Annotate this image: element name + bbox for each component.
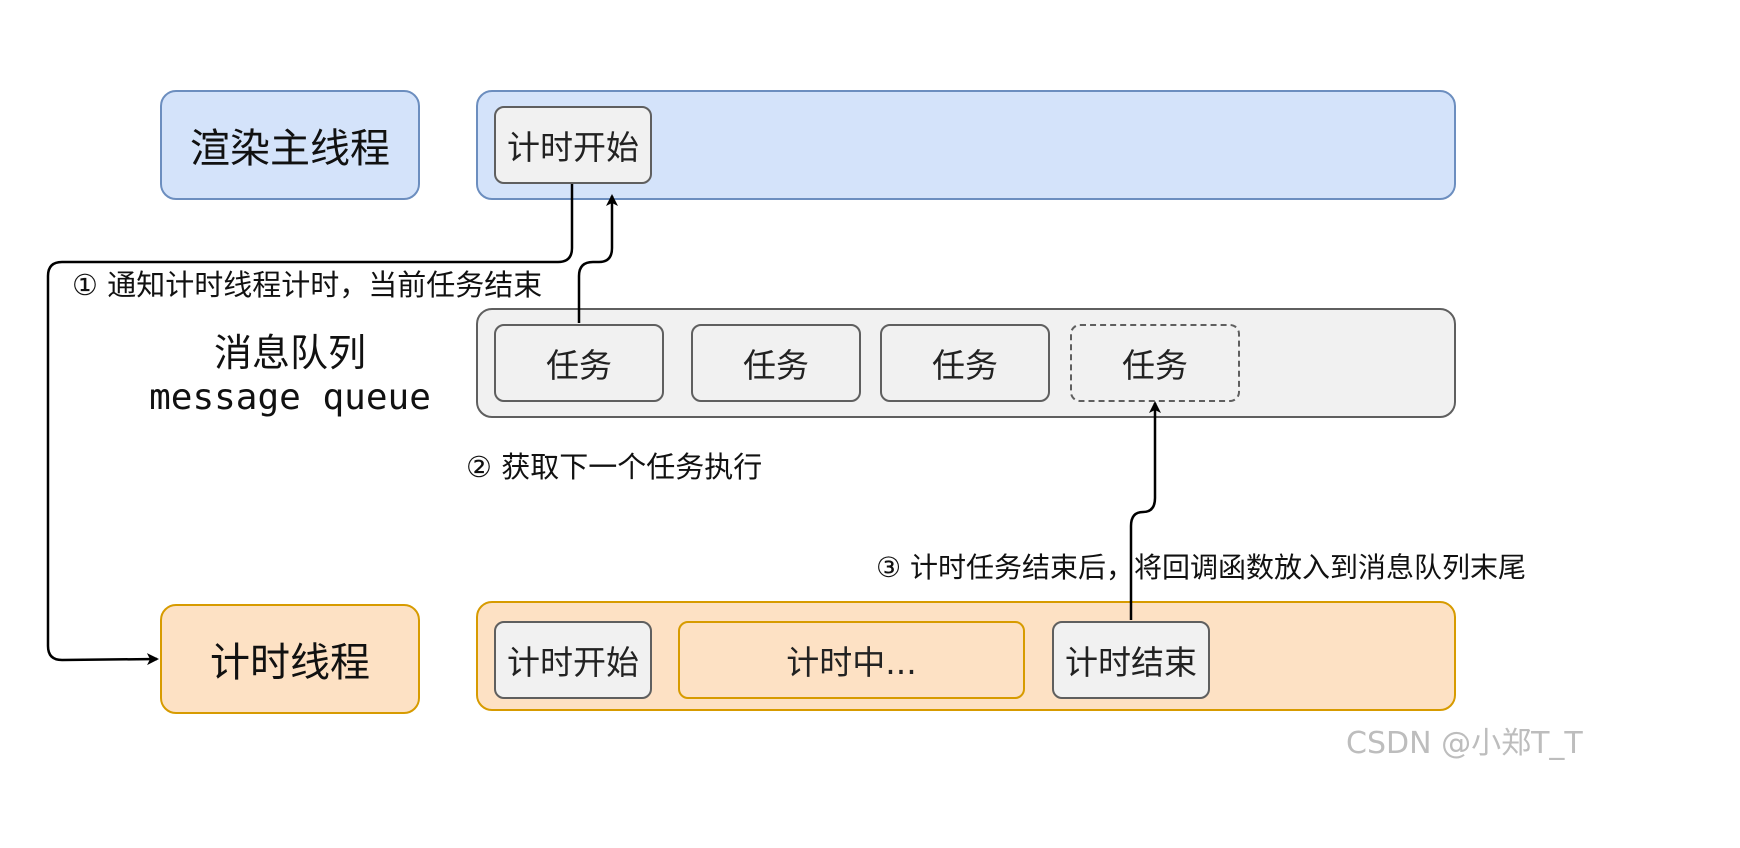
render-task-label: 计时开始 [507, 128, 639, 167]
step3-text: ③ 计时任务结束后，将回调函数放入到消息队列末尾 [876, 551, 1527, 584]
queue-task-label: 任务 [743, 346, 809, 385]
message-queue-label-en: message queue [149, 377, 431, 418]
timer-task-start: 计时开始 [494, 621, 652, 699]
step2-text: ② 获取下一个任务执行 [466, 450, 763, 484]
timer-thread-label-box: 计时线程 [160, 604, 420, 714]
timer-task-label: 计时结束 [1065, 643, 1197, 682]
watermark: CSDN @小郑T_T [1346, 726, 1583, 761]
render-thread-label: 渲染主线程 [190, 126, 390, 172]
render-thread-label-box: 渲染主线程 [160, 90, 420, 200]
queue-task-pending: 任务 [1070, 324, 1240, 402]
timer-task-label: 计时开始 [507, 643, 639, 682]
timer-thread-label: 计时线程 [210, 640, 370, 686]
queue-task-label: 任务 [1122, 346, 1188, 385]
render-task-timer-start: 计时开始 [494, 106, 652, 184]
queue-task-label: 任务 [932, 346, 998, 385]
queue-task-3: 任务 [880, 324, 1050, 402]
step1-text: ① 通知计时线程计时，当前任务结束 [72, 268, 543, 302]
timer-task-running: 计时中... [678, 621, 1025, 699]
arrow-notify-timer [46, 184, 574, 666]
queue-task-label: 任务 [546, 346, 612, 385]
message-queue-label: 消息队列 message queue [140, 325, 440, 425]
timer-task-label: 计时中... [786, 643, 917, 682]
timer-task-end: 计时结束 [1052, 621, 1210, 699]
queue-task-2: 任务 [691, 324, 861, 402]
arrow-fetch-next-task [577, 194, 618, 323]
message-queue-label-cn: 消息队列 [213, 331, 366, 375]
queue-task-1: 任务 [494, 324, 664, 402]
arrow-callback-enqueue [1129, 401, 1161, 620]
